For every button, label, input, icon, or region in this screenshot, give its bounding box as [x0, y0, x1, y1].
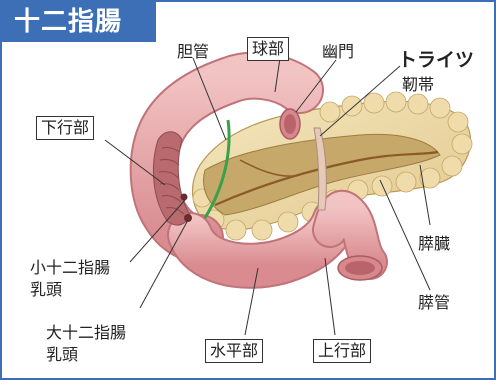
- label-ascending: 上行部: [313, 339, 371, 363]
- label-bulb: 球部: [247, 37, 289, 61]
- label-minor-papilla-2: 乳頭: [30, 280, 62, 300]
- label-descending: 下行部: [36, 116, 94, 140]
- label-horizontal: 水平部: [205, 339, 263, 363]
- label-major-papilla-2: 乳頭: [46, 345, 78, 365]
- label-minor-papilla-1: 小十二指腸: [30, 258, 110, 278]
- label-major-papilla-1: 大十二指腸: [46, 323, 126, 343]
- label-treitz-1: トライツ: [398, 50, 474, 70]
- label-pancreatic-duct: 膵管: [418, 293, 450, 313]
- label-treitz-2: 靭帯: [402, 75, 434, 95]
- label-bile-duct: 胆管: [177, 42, 209, 62]
- label-pylorus: 幽門: [322, 42, 354, 62]
- label-pancreas: 膵臓: [418, 234, 450, 254]
